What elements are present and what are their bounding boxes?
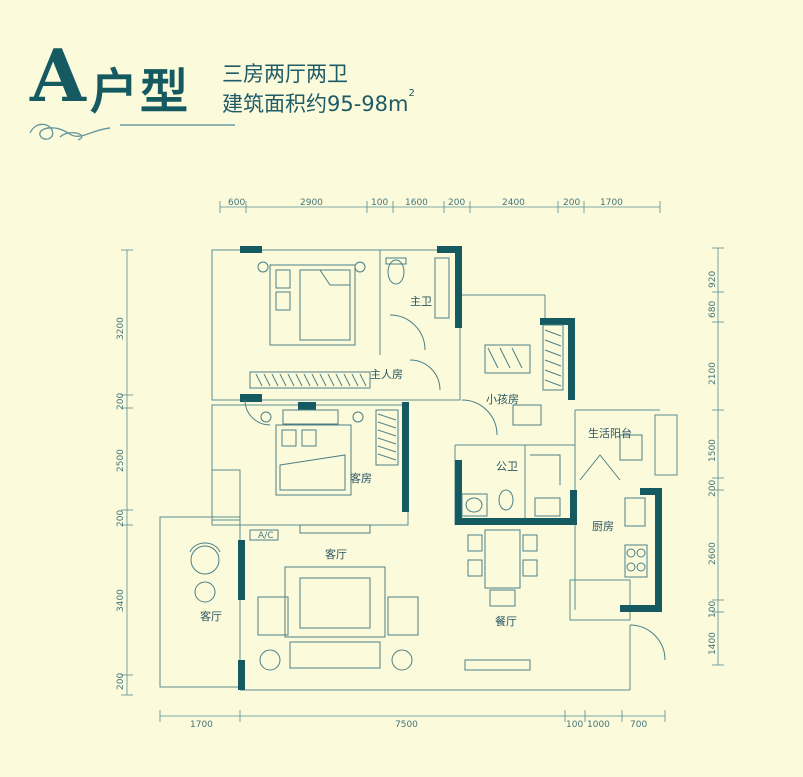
label-kitchen: 厨房 [592,520,614,533]
dim-left-4: 200 [116,510,126,527]
dim-right-1: 920 [708,271,718,288]
label-master-bath: 主卫 [410,295,432,308]
child-room-furniture [461,324,564,436]
master-wardrobe [249,371,371,389]
dim-top-2: 2900 [300,198,323,208]
right-dimensions [712,247,724,666]
dim-top-3: 100 [371,198,388,208]
kitchen-fixtures [579,434,666,661]
door-swings [244,359,441,426]
dim-right-6: 2600 [708,542,718,565]
dim-bottom-1: 1700 [190,720,213,730]
master-bed [257,261,366,346]
plan-title: 户型 [90,64,191,120]
dim-left-5: 3400 [116,589,126,612]
dim-right-7: 100 [708,601,718,618]
label-guest-room: 客房 [350,471,372,485]
dim-right-4: 1500 [708,439,718,462]
dim-right-8: 1400 [708,632,718,655]
dim-right-5: 200 [708,480,718,497]
dim-right-2: 680 [708,301,718,318]
left-dimensions [121,249,133,696]
label-living-room: 客厅 [325,547,347,561]
master-bath-fixtures [385,257,450,351]
dim-bottom-2: 7500 [395,720,418,730]
label-child-room: 小孩房 [486,393,519,406]
dim-left-3: 2500 [116,449,126,472]
label-master-bedroom: 主人房 [370,368,403,381]
layout-text: 三房两厅两卫 [222,62,348,86]
dim-top-7: 200 [563,198,580,208]
label-ac: A/C [258,531,273,541]
dim-bottom-3: 100 [566,720,583,730]
dim-bottom-5: 700 [630,720,647,730]
top-dimensions [219,201,661,213]
public-bath-fixtures [461,454,561,517]
label-public-bath: 公卫 [496,460,518,473]
plan-letter: A [30,33,86,118]
label-living-balcony: 生活阳台 [588,426,632,440]
guest-wardrobe [375,409,399,466]
structural-walls [238,246,662,690]
guest-bed [260,409,364,496]
dining-table [464,529,538,671]
dim-top-4: 1600 [405,198,428,208]
bottom-dimensions [159,710,666,722]
living-room-sofa [249,524,419,671]
area-text: 建筑面积约95-98m2 [222,88,415,116]
dim-left-6: 200 [116,673,126,690]
dim-right-3: 2100 [708,362,718,385]
dim-left-1: 3200 [116,317,126,340]
dim-top-1: 600 [228,198,245,208]
dim-top-6: 2400 [502,198,525,208]
dim-top-5: 200 [448,198,465,208]
dim-top-8: 1700 [600,198,623,208]
balcony-furniture [189,542,221,603]
dim-left-2: 200 [116,393,126,410]
decorative-flourish [29,123,235,141]
label-living-room-2: 客厅 [200,609,222,623]
dim-bottom-4: 1000 [587,720,610,730]
label-dining-room: 餐厅 [495,614,517,628]
